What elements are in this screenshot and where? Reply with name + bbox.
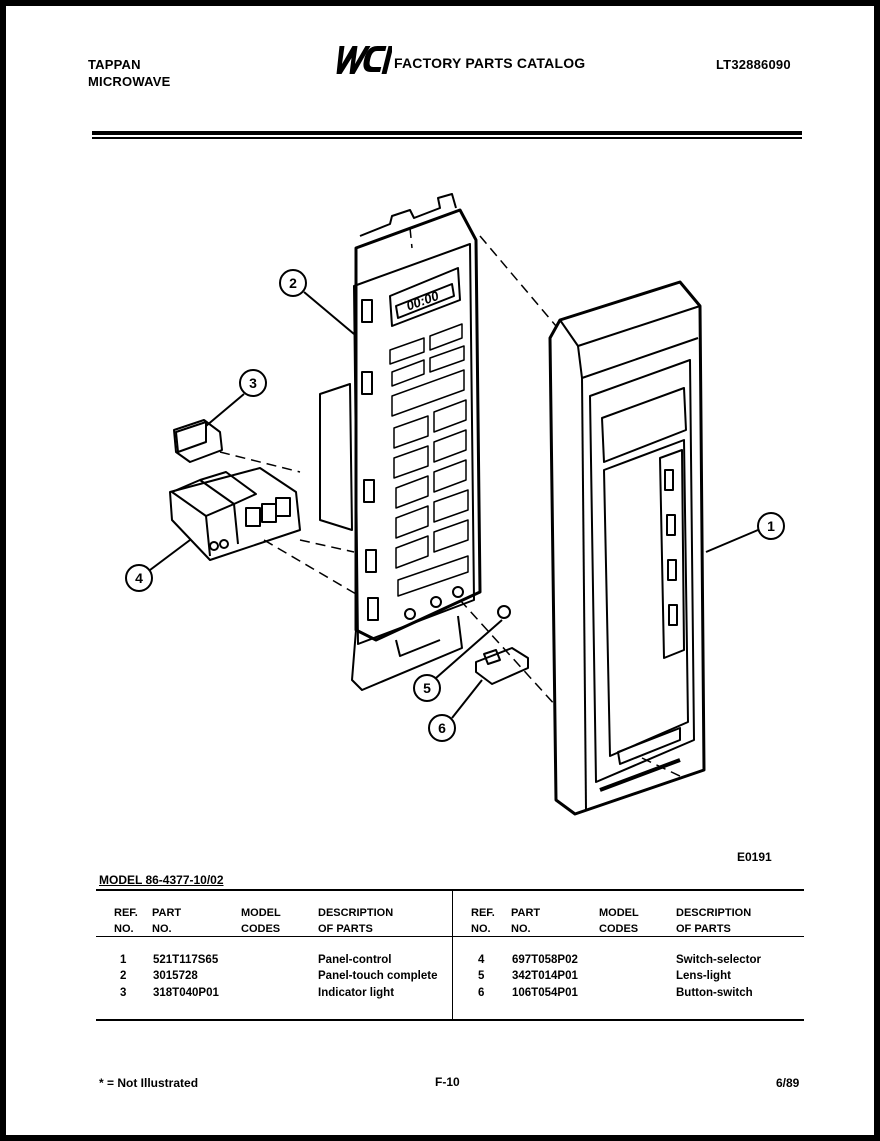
panel-control-drawing — [548, 280, 706, 816]
callout-6: 6 — [438, 720, 446, 736]
header-ref: REF.NO. — [114, 907, 138, 935]
table-cell-ref: 1 — [120, 954, 127, 966]
table-header-rule — [96, 936, 804, 937]
product-type: MICROWAVE — [88, 74, 171, 89]
catalog-model-number: LT32886090 — [716, 57, 791, 72]
table-cell-ref: 4 — [478, 954, 485, 966]
table-cell-desc: Indicator light — [318, 987, 395, 999]
header-rule-thin — [92, 137, 802, 139]
table-cell-desc: Button-switch — [676, 987, 753, 999]
model-line: MODEL 86-4377-10/02 — [99, 873, 224, 887]
table-cell-desc: Panel-control — [318, 954, 392, 966]
callout-3: 3 — [249, 375, 257, 391]
callout-1: 1 — [767, 518, 775, 534]
table-cell-ref: 6 — [478, 987, 485, 999]
table-cell-part: 3015728 — [153, 970, 198, 982]
table-cell-part: 318T040P01 — [153, 987, 219, 999]
figure-code: E0191 — [737, 850, 772, 864]
wci-logo — [336, 46, 392, 74]
callout-2: 2 — [289, 275, 297, 291]
table-cell-part: 106T054P01 — [512, 987, 578, 999]
table-cell-ref: 5 — [478, 970, 485, 982]
table-cell-ref: 3 — [120, 987, 127, 999]
indicator-light-drawing — [173, 419, 223, 463]
header-ref-right: REF.NO. — [471, 907, 495, 935]
table-cell-part: 521T117S65 — [153, 954, 219, 966]
table-cell-part: 342T014P01 — [512, 970, 578, 982]
switch-selector-drawing — [169, 467, 301, 561]
lens-light-drawing — [497, 605, 511, 619]
callout-5: 5 — [423, 680, 431, 696]
table-top-rule — [96, 889, 804, 891]
panel-touch-drawing — [319, 193, 482, 691]
table-cell-desc: Switch-selector — [676, 954, 761, 966]
brand-name: TAPPAN — [88, 57, 141, 72]
table-bottom-rule — [96, 1019, 804, 1021]
table-cell-part: 697T058P02 — [512, 954, 578, 966]
table-cell-desc: Lens-light — [676, 970, 731, 982]
table-divider — [452, 891, 453, 1019]
print-date: 6/89 — [776, 1076, 800, 1090]
footnote: * = Not Illustrated — [99, 1076, 199, 1090]
header-rule — [92, 131, 802, 135]
catalog-title: FACTORY PARTS CATALOG — [394, 55, 586, 71]
button-switch-drawing — [475, 647, 529, 685]
table-cell-ref: 2 — [120, 970, 127, 982]
callout-4: 4 — [135, 570, 143, 586]
page-number: F-10 — [435, 1075, 460, 1089]
table-cell-desc: Panel-touch complete — [318, 970, 438, 982]
